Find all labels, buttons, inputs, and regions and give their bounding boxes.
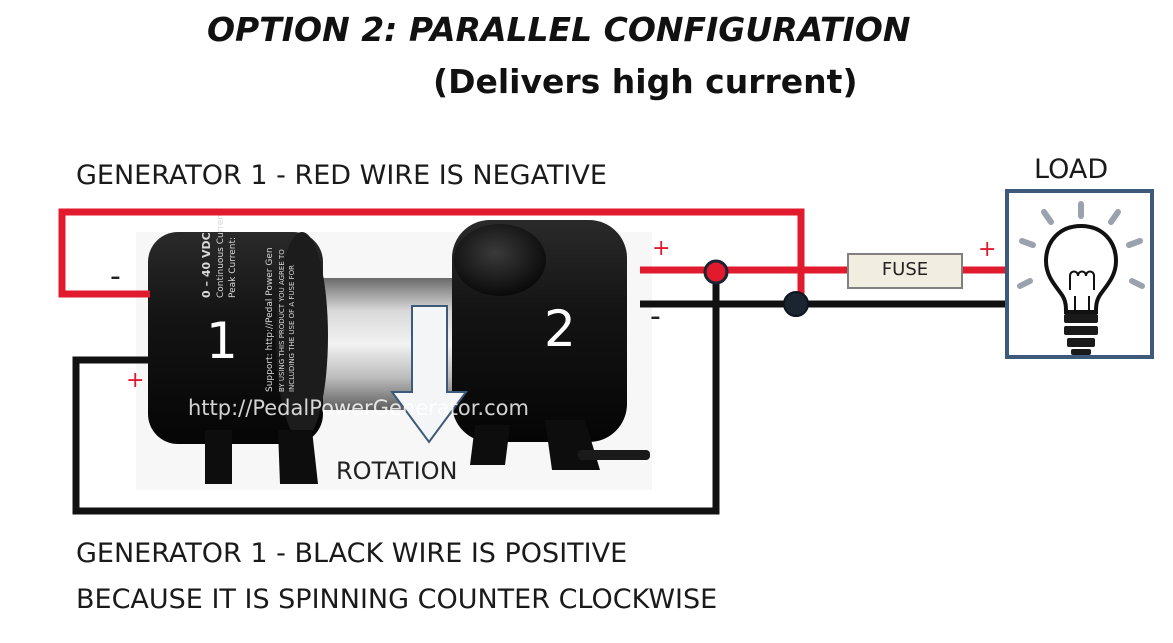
generator-1-endcap (276, 232, 328, 440)
label-support: Support: http://Pedal Power Gen (265, 247, 275, 392)
generator-1-plus-sign: + (126, 368, 145, 393)
black-wire-generator-1 (72, 274, 720, 515)
diagram-title: OPTION 2: PARALLEL CONFIGURATION (207, 10, 911, 49)
junction-black (783, 291, 809, 317)
generator-2-minus-sign: - (650, 299, 661, 334)
generator-2-plus-sign: + (652, 236, 671, 261)
label-voltage: 0 – 40 VDC (200, 232, 213, 298)
wires (58, 208, 1007, 515)
generator-1-minus-sign: - (110, 259, 121, 294)
generator-1-label: 0 – 40 VDC Continuous Current: Peak Curr… (200, 207, 238, 298)
generator-1-body (148, 232, 323, 444)
photo-watermark-url: http://PedalPowerGenerator.com (188, 396, 529, 420)
fuse (847, 253, 963, 289)
junction-red (703, 259, 729, 285)
red-wire-note: GENERATOR 1 - RED WIRE IS NEGATIVE (76, 160, 607, 191)
generator-1-label-support: Support: http://Pedal Power Gen BY USING… (265, 247, 296, 392)
arrow-down-icon (390, 305, 468, 444)
generator-2-lead (578, 450, 650, 460)
generator-photo: 0 – 40 VDC Continuous Current: Peak Curr… (148, 207, 650, 484)
label-peak: Peak Current: (228, 237, 238, 298)
generator-1-number: 1 (206, 312, 238, 370)
label-agree: BY USING THIS PRODUCT YOU AGREE TO (278, 249, 286, 392)
fuse-label: FUSE (881, 259, 929, 280)
red-wire-generator-1 (58, 208, 805, 300)
light-bulb-icon (1017, 201, 1145, 355)
generator-2-endcap (454, 224, 546, 296)
generator-2-number: 2 (544, 300, 576, 358)
generator-2-foot (470, 425, 510, 465)
label-fuse-warning: INCLUDING THE USE OF A FUSE FOR (288, 265, 296, 392)
generator-1-foot (205, 430, 232, 484)
rotation-label: ROTATION (336, 457, 458, 485)
label-continuous: Continuous Current: (216, 207, 226, 298)
load-plus-sign: + (978, 237, 997, 262)
black-wire-note-line-2: BECAUSE IT IS SPINNING COUNTER CLOCKWISE (76, 584, 718, 615)
load-label: LOAD (1034, 154, 1109, 185)
generator-1-foot-2 (278, 430, 318, 484)
black-wire-note-line-1: GENERATOR 1 - BLACK WIRE IS POSITIVE (76, 538, 628, 569)
diagram-subtitle: (Delivers high current) (433, 62, 858, 101)
